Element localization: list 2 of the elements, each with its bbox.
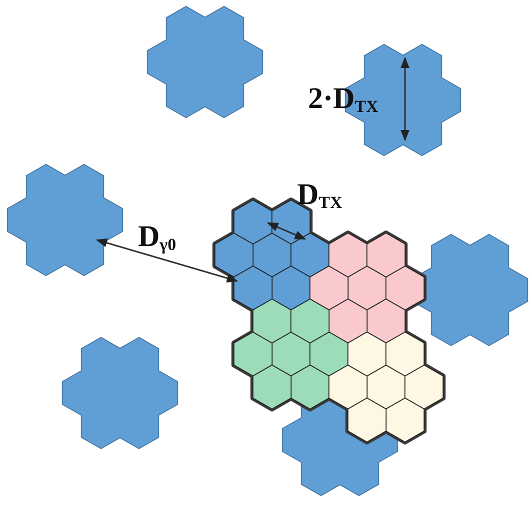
dimension-label: D$_{TX}$ [297,180,342,211]
dimension-label: D$_{γ0}$ [138,222,176,253]
